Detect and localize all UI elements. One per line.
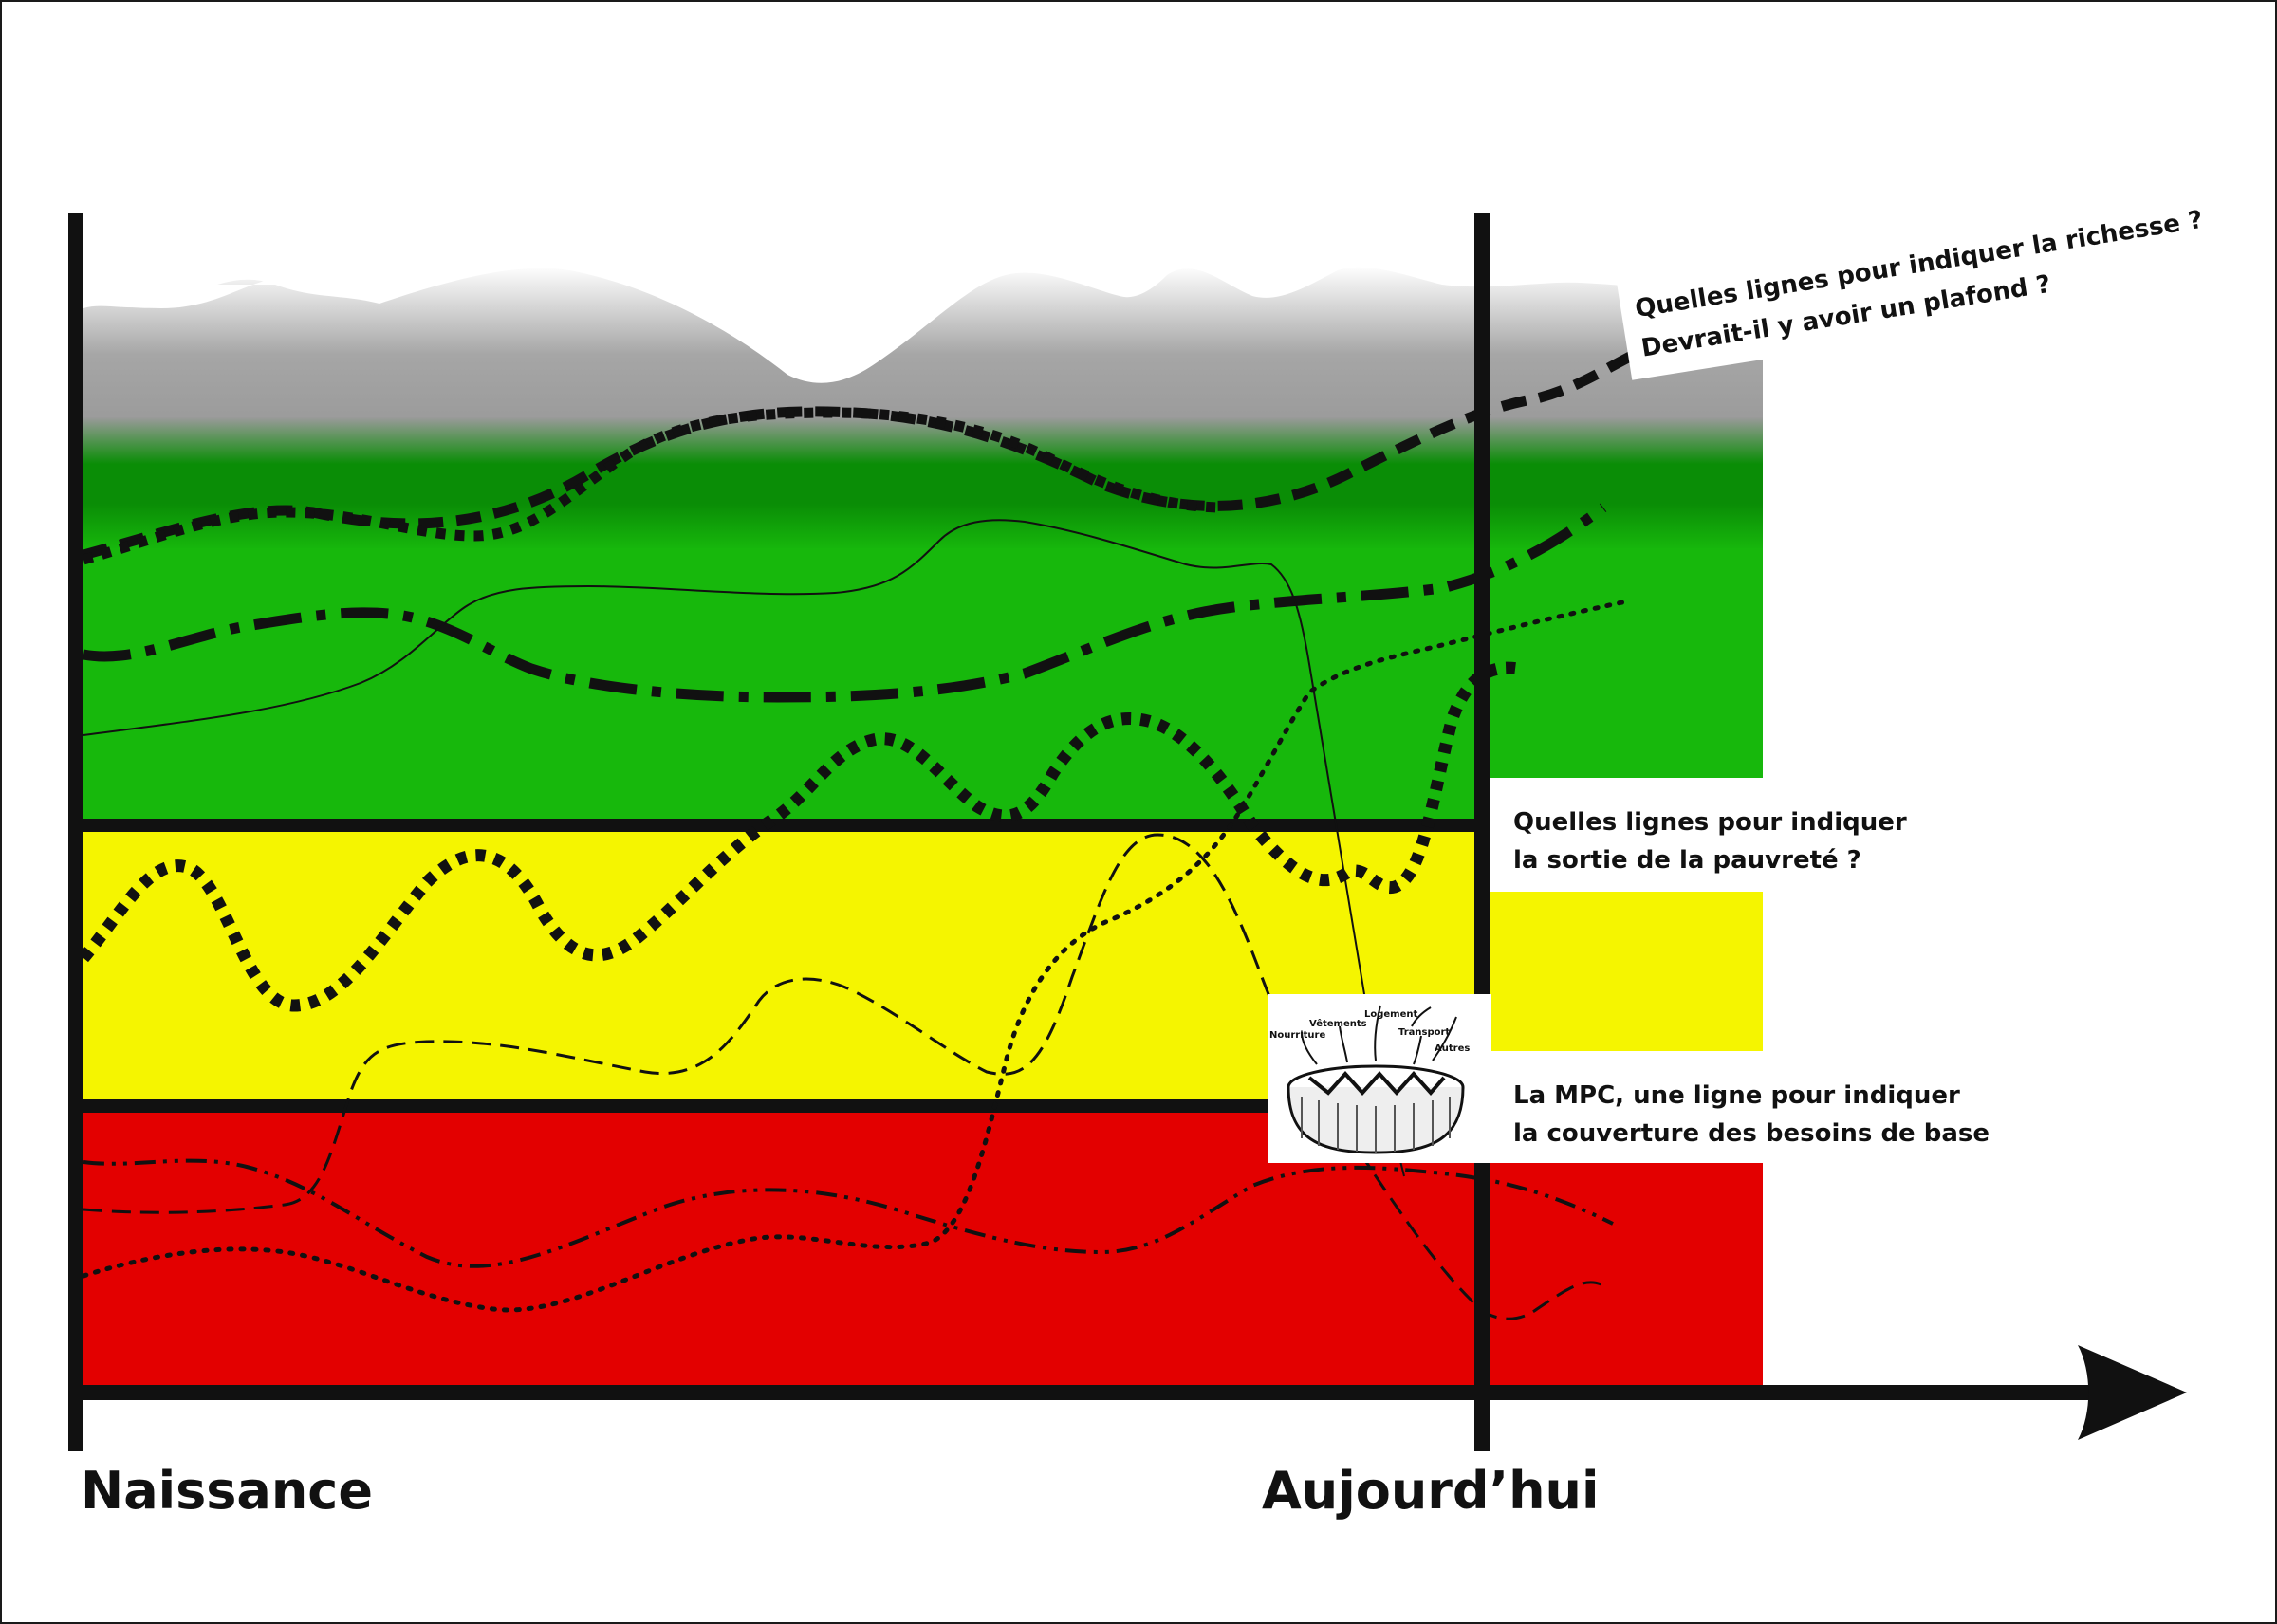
- birth-label: Naissance: [81, 1461, 373, 1521]
- wealth-question-box: Quelles lignes pour indiquer la richesse…: [1616, 198, 2205, 380]
- cloud-silhouette: [83, 237, 1763, 383]
- mpc-question-line1: La MPC, une ligne pour indiquer: [1513, 1081, 1960, 1110]
- poverty-question-line2: la sortie de la pauvreté ?: [1513, 846, 1861, 875]
- mpc-question-line2: la couverture des besoins de base: [1513, 1119, 1990, 1148]
- today-label: Aujourd’hui: [1262, 1461, 1599, 1521]
- time-arrow-head-icon: [2078, 1345, 2187, 1440]
- dash-dot-dot-line: [83, 1158, 1614, 1268]
- dash-dot-line: [82, 503, 1607, 703]
- mpc-label-gap: [1490, 1051, 1774, 1163]
- poverty-question-line1: Quelles lignes pour indiquer: [1513, 808, 1907, 837]
- basket-label-autres: Autres: [1435, 1043, 1470, 1054]
- basket-label-nourriture: Nourriture: [1269, 1030, 1325, 1041]
- basket-label-vetements: Vêtements: [1309, 1018, 1367, 1029]
- wealth-question-bg: [1616, 198, 2157, 380]
- basket-icon: [1287, 1005, 1465, 1154]
- square-dotted-lower-line: [79, 661, 1520, 1012]
- basket-label-logement: Logement: [1364, 1009, 1418, 1020]
- thin-solid-line: [83, 519, 1405, 1177]
- basket-label-transport: Transport: [1398, 1027, 1450, 1038]
- trajectories: [79, 351, 1635, 1320]
- wealth-band: [83, 417, 1763, 550]
- poverty-label-gap: [1490, 778, 1774, 892]
- dashed-thin-line: [83, 833, 1604, 1320]
- fine-dotted-rising-line: [81, 600, 1625, 1313]
